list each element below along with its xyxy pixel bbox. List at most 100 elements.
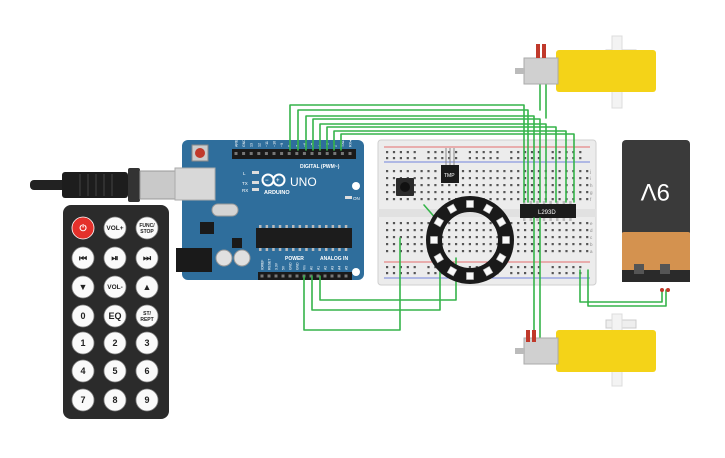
breadboard-hole[interactable] [468, 250, 471, 253]
breadboard-hole[interactable] [386, 272, 389, 275]
battery-9v[interactable]: 9V [622, 140, 690, 292]
breadboard-hole[interactable] [455, 151, 458, 154]
breadboard-hole[interactable] [517, 170, 520, 173]
breadboard-hole[interactable] [448, 250, 451, 253]
breadboard-hole[interactable] [558, 191, 561, 194]
breadboard-hole[interactable] [537, 157, 540, 160]
breadboard-hole[interactable] [524, 198, 527, 201]
breadboard-hole[interactable] [586, 184, 589, 187]
breadboard-hole[interactable] [530, 229, 534, 232]
breadboard-hole[interactable] [413, 266, 416, 269]
breadboard-hole[interactable] [579, 157, 582, 160]
breadboard-hole[interactable] [482, 151, 485, 154]
breadboard-hole[interactable] [399, 250, 402, 253]
breadboard-hole[interactable] [482, 177, 485, 180]
breadboard-hole[interactable] [537, 236, 540, 239]
breadboard-hole[interactable] [392, 151, 396, 154]
breadboard-hole[interactable] [524, 151, 527, 154]
breadboard-hole[interactable] [475, 243, 478, 246]
breadboard-hole[interactable] [399, 266, 402, 269]
breadboard-hole[interactable] [524, 170, 527, 173]
breadboard-hole[interactable] [565, 272, 568, 275]
breadboard-hole[interactable] [406, 170, 409, 173]
breadboard-hole[interactable] [579, 222, 582, 225]
breadboard-hole[interactable] [461, 243, 465, 246]
breadboard-hole[interactable] [551, 170, 554, 173]
breadboard-hole[interactable] [524, 229, 527, 232]
breadboard-hole[interactable] [544, 222, 547, 225]
eq-button[interactable]: EQ [103, 304, 127, 328]
breadboard-hole[interactable] [448, 222, 451, 225]
header-pin[interactable] [295, 274, 299, 278]
breadboard-hole[interactable] [413, 157, 416, 160]
breadboard-hole[interactable] [420, 229, 423, 232]
breadboard-hole[interactable] [386, 191, 389, 194]
breadboard-hole[interactable] [537, 177, 540, 180]
header-pin[interactable] [288, 274, 292, 278]
breadboard-hole[interactable] [551, 151, 554, 154]
breadboard-hole[interactable] [475, 157, 478, 160]
breadboard-hole[interactable] [406, 157, 409, 160]
header-pin[interactable] [274, 274, 278, 278]
breadboard-hole[interactable] [524, 222, 527, 225]
breadboard-hole[interactable] [530, 151, 534, 154]
breadboard-hole[interactable] [524, 266, 527, 269]
down-button[interactable]: ▼ [71, 275, 95, 299]
breadboard-hole[interactable] [489, 243, 492, 246]
breadboard-hole[interactable] [441, 151, 444, 154]
breadboard-hole[interactable] [427, 151, 430, 154]
header-pin[interactable] [280, 152, 284, 155]
breadboard-hole[interactable] [468, 151, 471, 154]
breadboard-hole[interactable] [399, 157, 402, 160]
breadboard-hole[interactable] [392, 222, 396, 225]
breadboard-hole[interactable] [392, 229, 396, 232]
breadboard-hole[interactable] [441, 157, 444, 160]
breadboard-hole[interactable] [482, 243, 485, 246]
key-2[interactable]: 2 [103, 331, 127, 355]
breadboard-hole[interactable] [496, 184, 499, 187]
breadboard-hole[interactable] [392, 170, 396, 173]
breadboard-hole[interactable] [537, 229, 540, 232]
power-button[interactable]: ⏻ [71, 216, 95, 240]
breadboard-hole[interactable] [434, 170, 437, 173]
breadboard-hole[interactable] [434, 191, 437, 194]
breadboard-hole[interactable] [558, 250, 561, 253]
breadboard-hole[interactable] [517, 157, 520, 160]
breadboard-hole[interactable] [482, 184, 485, 187]
breadboard-hole[interactable] [517, 222, 520, 225]
breadboard-hole[interactable] [537, 170, 540, 173]
breadboard-hole[interactable] [468, 266, 471, 269]
play-pause-button[interactable]: ⏯ [103, 246, 127, 270]
breadboard-hole[interactable] [392, 198, 396, 201]
breadboard-hole[interactable] [386, 198, 389, 201]
breadboard-hole[interactable] [455, 236, 458, 239]
prev-button[interactable]: ⏮ [71, 246, 95, 270]
breadboard-hole[interactable] [558, 229, 561, 232]
breadboard-hole[interactable] [386, 184, 389, 187]
breadboard-hole[interactable] [579, 266, 582, 269]
breadboard-hole[interactable] [406, 272, 409, 275]
breadboard-hole[interactable] [448, 157, 451, 160]
breadboard-hole[interactable] [517, 236, 520, 239]
breadboard-hole[interactable] [420, 198, 423, 201]
breadboard-hole[interactable] [482, 157, 485, 160]
breadboard-hole[interactable] [482, 170, 485, 173]
breadboard-hole[interactable] [475, 184, 478, 187]
breadboard-hole[interactable] [434, 184, 437, 187]
breadboard-hole[interactable] [530, 222, 534, 225]
breadboard-hole[interactable] [386, 229, 389, 232]
breadboard-hole[interactable] [579, 198, 582, 201]
breadboard-hole[interactable] [386, 222, 389, 225]
breadboard-hole[interactable] [392, 250, 396, 253]
breadboard-hole[interactable] [406, 236, 409, 239]
breadboard-hole[interactable] [399, 272, 402, 275]
breadboard-hole[interactable] [565, 222, 568, 225]
breadboard-hole[interactable] [468, 157, 471, 160]
breadboard-hole[interactable] [392, 157, 396, 160]
breadboard-hole[interactable] [496, 198, 499, 201]
breadboard-hole[interactable] [386, 177, 389, 180]
neopixel-ring[interactable] [426, 196, 514, 284]
breadboard-hole[interactable] [468, 191, 471, 194]
